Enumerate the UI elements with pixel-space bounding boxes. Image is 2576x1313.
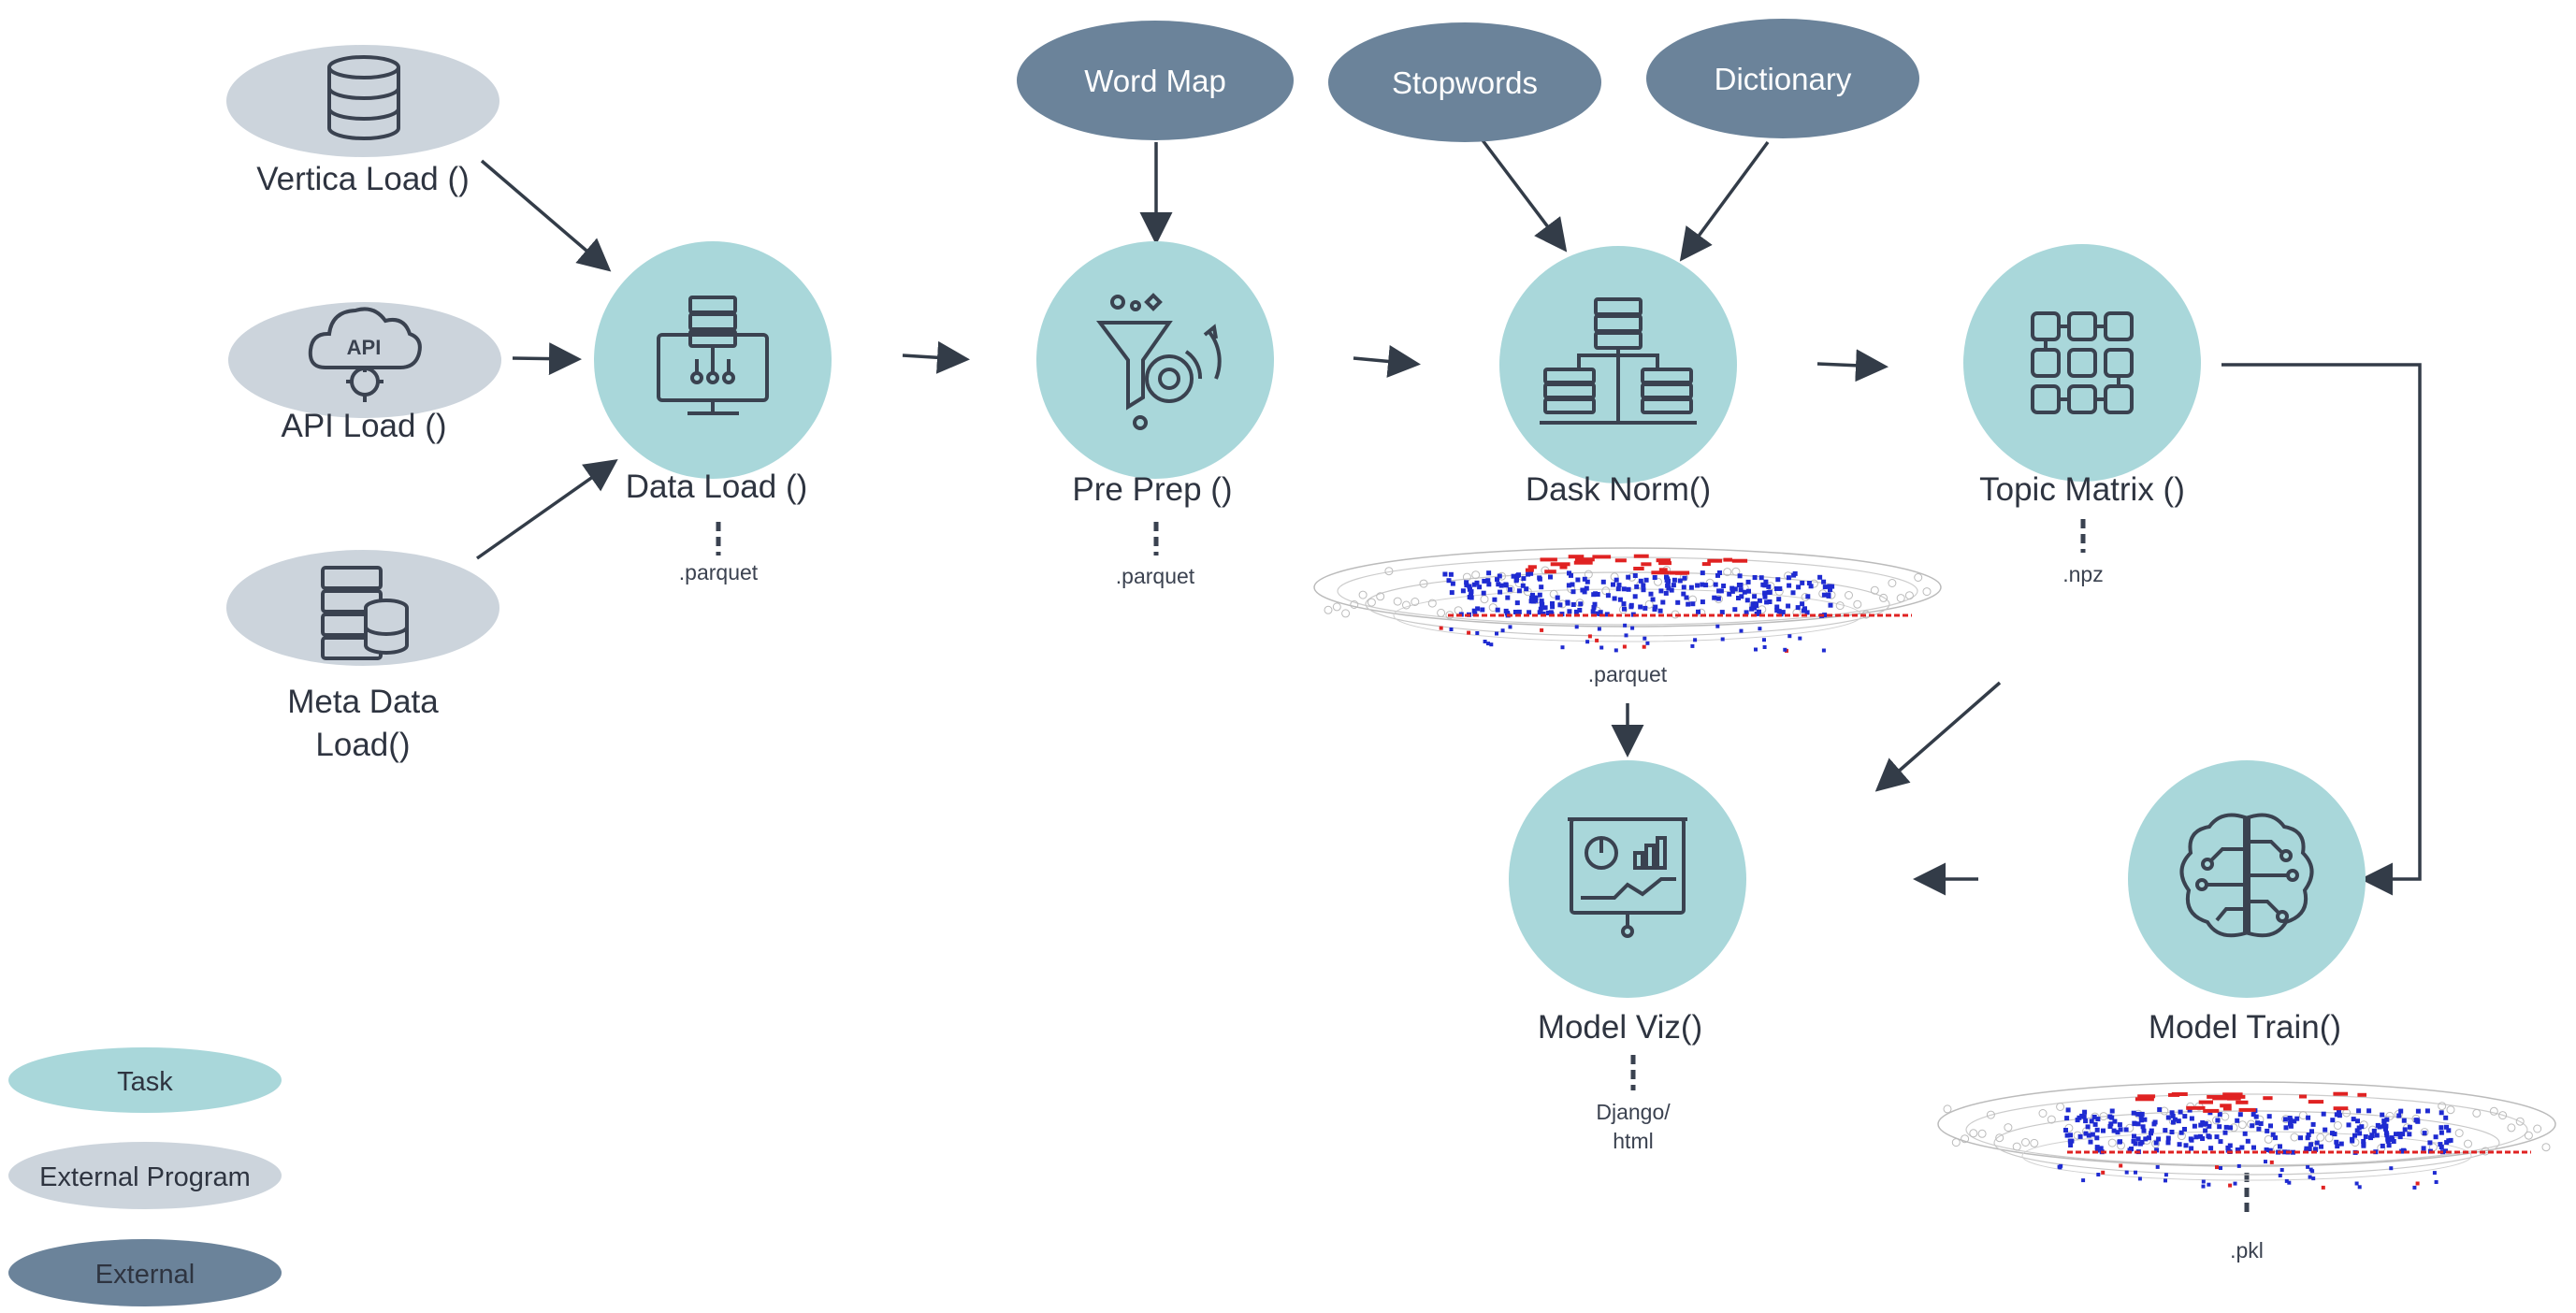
arrow-preprep-to-dasknorm <box>1353 345 1421 378</box>
dictionary-ellipse <box>1646 19 1919 138</box>
meta-data-load-label-line1: Meta Data <box>287 684 439 720</box>
grid-matrix-icon <box>2031 311 2134 414</box>
dictionary-label: Dictionary <box>1715 62 1852 96</box>
arrow-vertica-to-dataload <box>480 159 612 272</box>
model-train-label: Model Train() <box>2149 1009 2341 1046</box>
funnel-gear-icon <box>1096 293 1222 430</box>
pre-prep-label: Pre Prep () <box>1072 471 1232 508</box>
model-viz-label: Model Viz() <box>1538 1009 1702 1046</box>
node-pre-prep[interactable]: Pre Prep () .parquet <box>1036 241 1274 588</box>
topic-matrix-output: .npz <box>2062 562 2103 586</box>
pre-prep-output: .parquet <box>1116 564 1195 588</box>
brain-circuit-icon <box>2179 813 2314 938</box>
data-load-label: Data Load () <box>626 469 808 505</box>
legend-external-label: External <box>95 1260 195 1290</box>
data-load-output: .parquet <box>679 560 759 584</box>
node-word-map[interactable]: Word Map <box>1017 21 1294 140</box>
arrow-api-to-dataload <box>512 342 582 376</box>
legend-item-external: External <box>8 1239 282 1306</box>
model-train-output: .pkl <box>2230 1238 2264 1262</box>
legend-external-program-swatch <box>8 1142 282 1209</box>
legend-task-label: Task <box>117 1067 173 1097</box>
api-load-label: API Load () <box>281 408 446 444</box>
model-train-graph-thumbnail <box>1937 1081 2556 1190</box>
api-load-ellipse <box>228 302 501 418</box>
topic-matrix-circle <box>1963 244 2201 482</box>
legend-external-swatch <box>8 1239 282 1306</box>
arrow-stopwords-to-dasknorm <box>1481 138 1568 252</box>
model-viz-circle <box>1509 760 1746 998</box>
server-network-icon <box>1540 297 1697 425</box>
legend-item-task: Task <box>8 1047 282 1113</box>
node-dask-norm[interactable]: Dask Norm() <box>1499 246 1737 508</box>
arrow-meta-to-dataload <box>475 458 618 560</box>
model-viz-output-line2: html <box>1613 1129 1653 1153</box>
meta-data-load-label-line2: Load() <box>315 727 410 763</box>
model-viz-output-line1: Django/ <box>1596 1100 1671 1124</box>
connectors <box>475 138 2422 896</box>
arrow-dasknorm-to-topicmatrix <box>1816 349 1889 382</box>
topic-matrix-label: Topic Matrix () <box>1979 471 2185 508</box>
computer-data-icon <box>657 296 769 415</box>
arrow-topicmatrix-to-modeltrain <box>2221 363 2422 896</box>
dask-norm-graph-thumbnail <box>1313 547 1942 653</box>
arrow-dataload-to-preprep <box>902 340 970 374</box>
server-database-icon <box>321 566 409 660</box>
output-ticks <box>716 519 2250 1218</box>
presentation-chart-icon <box>1568 817 1687 938</box>
word-map-label: Word Map <box>1084 64 1226 98</box>
meta-data-load-ellipse <box>226 550 499 666</box>
legend-task-swatch <box>8 1047 282 1113</box>
stopwords-ellipse <box>1328 22 1601 142</box>
node-topic-matrix[interactable]: Topic Matrix () .npz <box>1963 244 2201 586</box>
node-model-train[interactable]: Model Train() .pkl <box>2128 760 2366 1262</box>
node-data-load[interactable]: Data Load () .parquet <box>594 241 832 584</box>
legend-item-external-program: External Program <box>8 1142 282 1209</box>
node-dictionary[interactable]: Dictionary <box>1646 19 1919 138</box>
vertica-load-ellipse <box>226 45 499 157</box>
word-map-ellipse <box>1017 21 1294 140</box>
legend-external-program-label: External Program <box>39 1162 251 1192</box>
node-meta-data-load[interactable]: Meta Data Load() <box>226 550 499 763</box>
node-stopwords[interactable]: Stopwords <box>1328 22 1601 142</box>
api-icon-text: API <box>347 336 382 359</box>
node-vertica-load[interactable]: Vertica Load () <box>226 45 499 197</box>
database-icon <box>327 55 400 140</box>
legend: Task External Program External <box>8 1047 282 1306</box>
dask-norm-label: Dask Norm() <box>1526 471 1711 508</box>
arrow-dictionary-to-dasknorm <box>1679 140 1770 262</box>
vertica-load-label: Vertica Load () <box>256 161 470 197</box>
arrow-topicmatrix-to-modelviz <box>1874 681 2002 792</box>
stopwords-label: Stopwords <box>1392 65 1538 100</box>
node-api-load[interactable]: API API Load () <box>228 302 501 444</box>
api-cloud-icon <box>308 307 422 402</box>
dask-norm-output: .parquet <box>1588 662 1668 686</box>
node-model-viz[interactable]: Model Viz() Django/ html <box>1509 760 1746 1153</box>
